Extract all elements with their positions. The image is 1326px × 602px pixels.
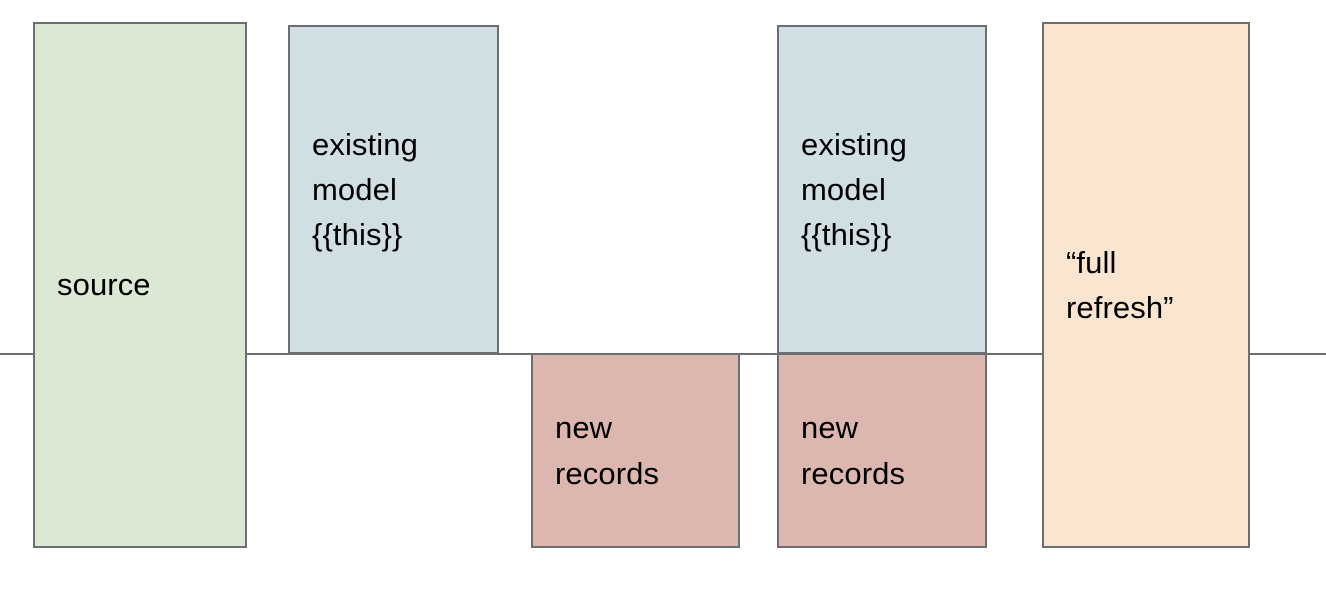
new-records-box-1-label: new records <box>555 410 660 491</box>
full-refresh-box[interactable]: “full refresh” <box>1042 22 1250 548</box>
existing-model-box-2[interactable]: existing model {{this}} <box>777 25 987 354</box>
new-records-box-2-label: new records <box>801 410 906 491</box>
existing-model-box-2-label: existing model {{this}} <box>801 126 907 253</box>
existing-model-box-1[interactable]: existing model {{this}} <box>288 25 499 354</box>
existing-model-box-1-label: existing model {{this}} <box>312 126 418 253</box>
new-records-box-1[interactable]: new records <box>531 353 740 548</box>
new-records-box-2[interactable]: new records <box>777 353 987 548</box>
source-box-label: source <box>57 267 151 303</box>
source-box[interactable]: source <box>33 22 247 548</box>
full-refresh-box-label: “full refresh” <box>1066 244 1174 325</box>
